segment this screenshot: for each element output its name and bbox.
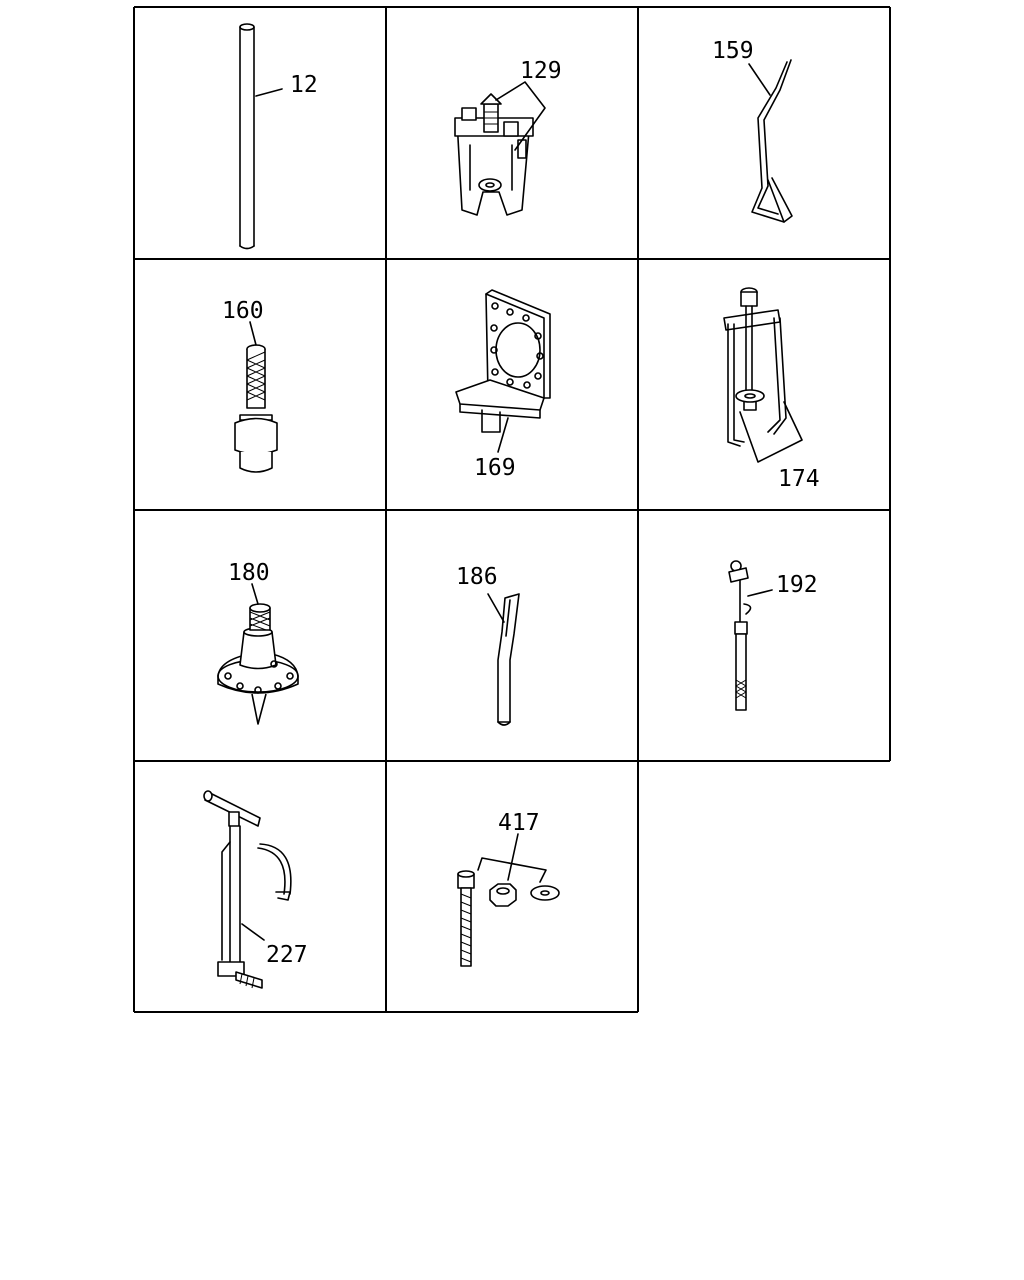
leader-line-169 — [497, 417, 509, 453]
part-cell-192: 192 — [728, 560, 818, 711]
leader-line-186 — [487, 593, 505, 623]
part-number-160: 160 — [222, 298, 264, 324]
part-number-169: 169 — [474, 455, 516, 481]
part-cell-160: 160 — [222, 298, 278, 473]
bolt-nut-washer-illustration — [457, 870, 560, 967]
leader-line-159 — [748, 63, 771, 96]
part-cell-169: 169 — [455, 289, 551, 481]
grid-frame — [133, 6, 891, 1013]
part-number-174: 174 — [778, 466, 820, 492]
leader-line-12 — [255, 88, 283, 97]
part-cell-417: 417 — [457, 810, 560, 967]
part-number-192: 192 — [776, 572, 818, 598]
leader-line-227 — [241, 923, 265, 941]
part-number-180: 180 — [228, 560, 270, 586]
leader-line-129 — [495, 81, 546, 151]
wire-hook-illustration — [751, 59, 793, 223]
part-cell-180: 180 — [217, 560, 299, 725]
puller-illustration — [454, 93, 534, 216]
t-handle-pump-illustration — [203, 790, 292, 989]
leader-line-192 — [747, 589, 773, 597]
part-number-417: 417 — [498, 810, 540, 836]
part-cell-129: 129 — [454, 58, 562, 216]
part-number-12: 12 — [290, 72, 318, 98]
part-cell-227: 227 — [203, 790, 308, 989]
slide-gauge-illustration — [728, 560, 752, 711]
part-number-186: 186 — [456, 564, 498, 590]
part-number-129: 129 — [520, 58, 562, 84]
leader-line-417 — [477, 833, 547, 883]
leader-line-180 — [251, 583, 259, 605]
part-number-227: 227 — [266, 942, 308, 968]
l-bracket-illustration — [455, 289, 551, 433]
threaded-adapter-illustration — [234, 344, 278, 473]
split-chisel-illustration — [497, 593, 520, 726]
part-number-159: 159 — [712, 38, 754, 64]
part-cell-174: 174 — [723, 287, 820, 492]
rod-illustration — [239, 23, 255, 250]
part-cell-159: 159 — [712, 38, 793, 223]
part-cell-12: 12 — [239, 23, 318, 250]
leader-line-160 — [249, 321, 257, 346]
leader-line-174 — [739, 401, 803, 463]
two-jaw-puller-illustration — [723, 287, 787, 447]
flange-installer-illustration — [217, 603, 299, 725]
part-cell-186: 186 — [456, 564, 520, 726]
